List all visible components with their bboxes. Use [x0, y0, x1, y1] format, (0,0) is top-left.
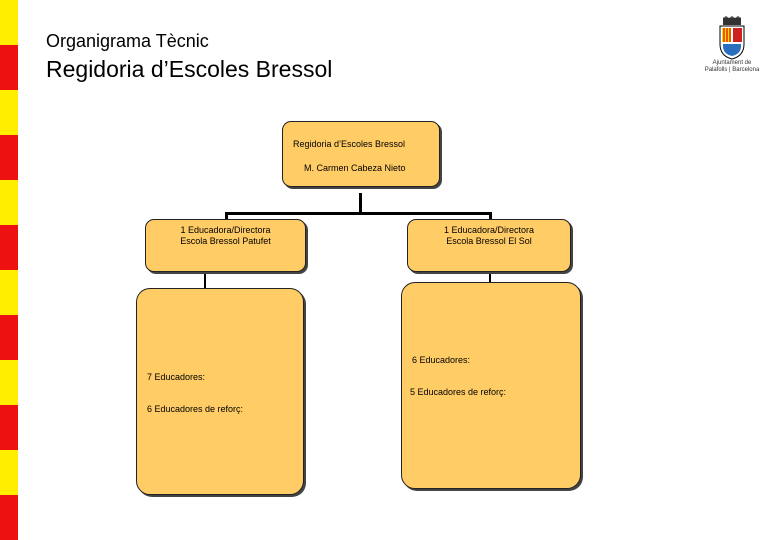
- org-node-director-elsol: 1 Educadora/Directora Escola Bressol El …: [407, 219, 571, 272]
- coat-of-arms-icon: [719, 16, 745, 60]
- org-node-root: Regidoria d’Escoles Bressol M. Carmen Ca…: [282, 121, 440, 187]
- municipal-logo: Ajuntament de Palafolls | Barcelona: [692, 16, 772, 80]
- org-node-director-patufet: 1 Educadora/Directora Escola Bressol Pat…: [145, 219, 306, 272]
- stripe-red: [0, 315, 18, 360]
- org-node-staff-elsol-educators: 6 Educadores:: [412, 355, 471, 365]
- stripe-red: [0, 135, 18, 180]
- org-node-staff-patufet: 7 Educadores: 6 Educadores de reforç:: [136, 288, 304, 495]
- org-node-director-elsol-school: Escola Bressol El Sol: [446, 236, 532, 246]
- page-subtitle: Organigrama Tècnic: [46, 31, 209, 51]
- org-node-director-patufet-school: Escola Bressol Patufet: [180, 236, 271, 246]
- org-node-root-title: Regidoria d’Escoles Bressol: [293, 139, 406, 149]
- org-node-staff-elsol: 6 Educadores: 5 Educadores de reforç:: [401, 282, 581, 489]
- logo-text-line2: Palafolls | Barcelona: [704, 67, 760, 73]
- stripe-red: [0, 495, 18, 540]
- connector-left-staff: [204, 272, 206, 289]
- stripe-red: [0, 45, 18, 90]
- connector-root-down: [359, 193, 362, 213]
- stripe-red: [0, 225, 18, 270]
- stripe-yellow: [0, 90, 18, 135]
- org-node-root-person: M. Carmen Cabeza Nieto: [304, 163, 406, 173]
- stripe-yellow: [0, 270, 18, 315]
- org-node-staff-patufet-support: 6 Educadores de reforç:: [147, 404, 244, 414]
- org-node-director-elsol-role: 1 Educadora/Directora: [443, 225, 535, 235]
- stripe-yellow: [0, 360, 18, 405]
- connector-left-down: [225, 212, 228, 220]
- org-node-staff-patufet-educators: 7 Educadores:: [147, 372, 206, 382]
- connector-right-staff: [489, 272, 491, 283]
- connector-right-down: [489, 212, 492, 220]
- connector-horizontal: [225, 212, 492, 215]
- stripe-red: [0, 405, 18, 450]
- logo-text-line1: Ajuntament de: [712, 60, 752, 66]
- org-node-director-patufet-role: 1 Educadora/Directora: [180, 225, 271, 235]
- page-title: Regidoria d’Escoles Bressol: [46, 56, 333, 82]
- stripe-yellow: [0, 180, 18, 225]
- org-node-staff-elsol-support: 5 Educadores de reforç:: [410, 387, 507, 397]
- stripe-yellow: [0, 0, 18, 45]
- red-yellow-stripe-bar: [0, 0, 18, 540]
- stripe-yellow: [0, 450, 18, 495]
